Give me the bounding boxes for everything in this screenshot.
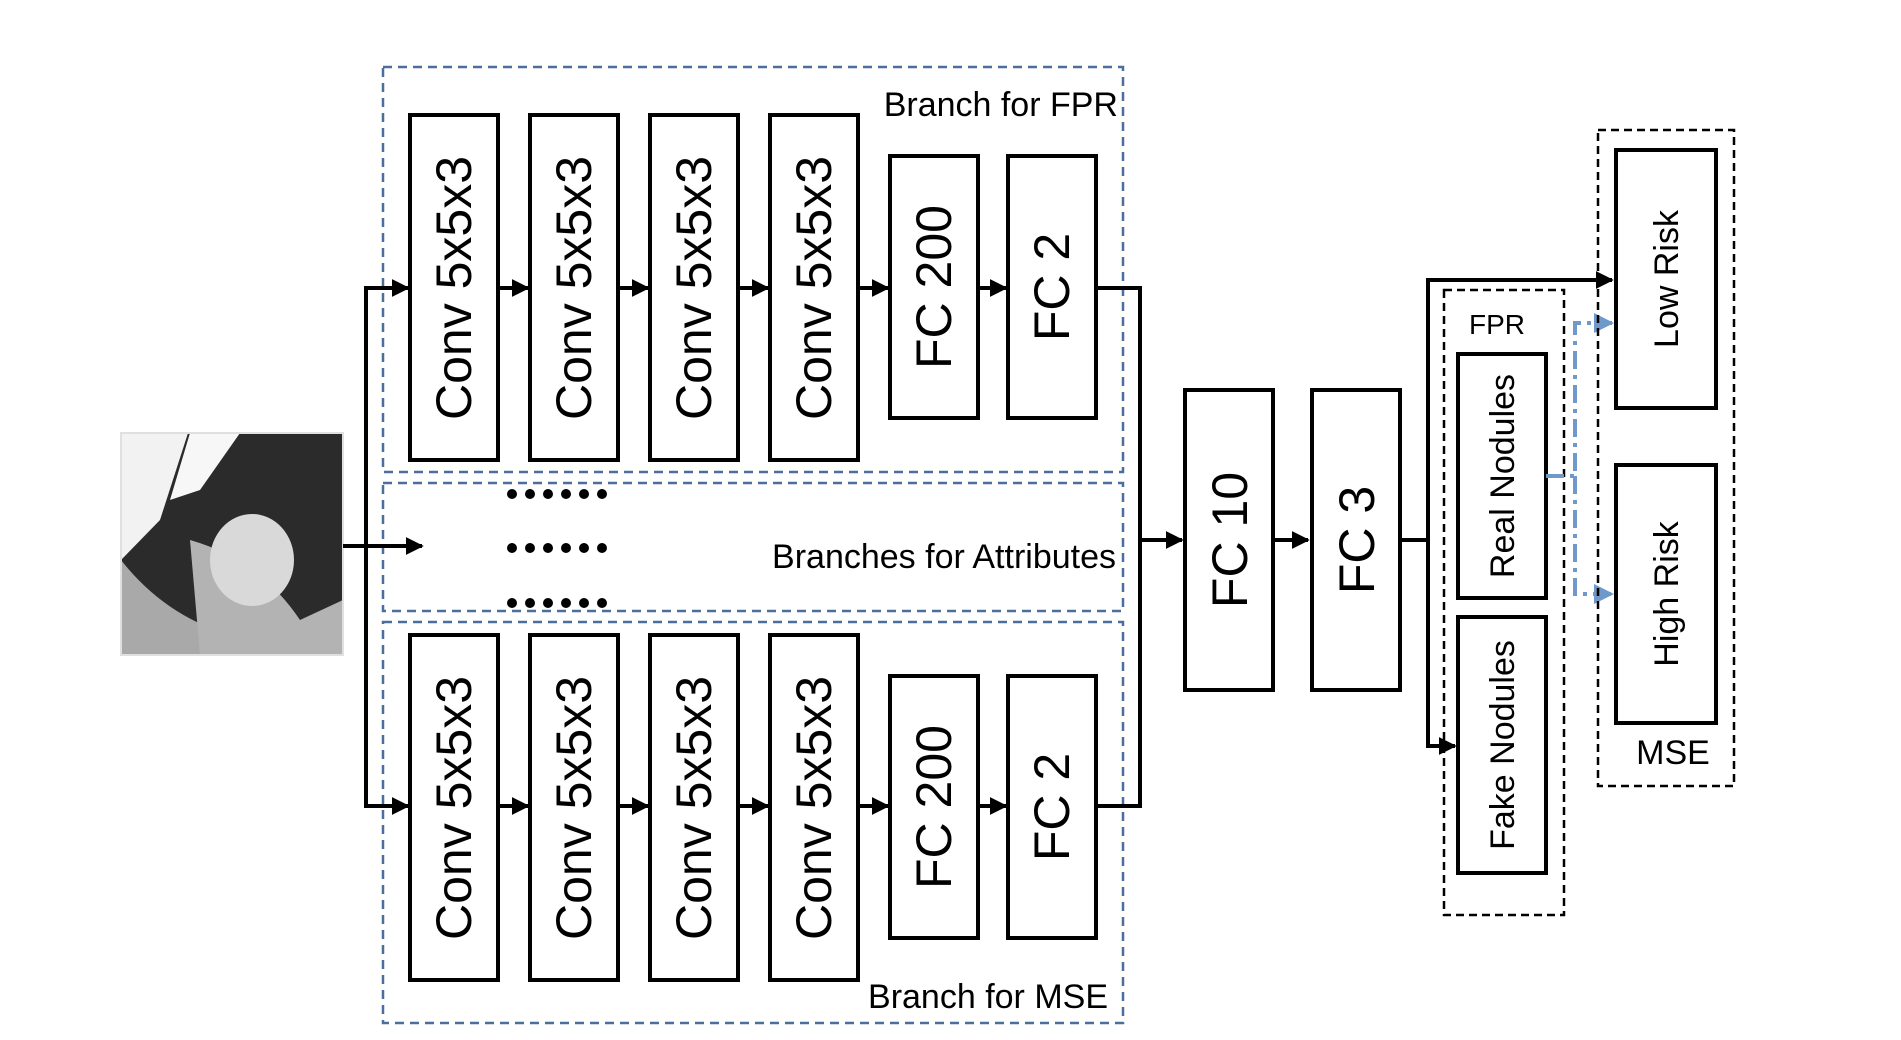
fc10-box bbox=[1183, 388, 1275, 692]
bottom-fc200-label: FC 200 bbox=[906, 725, 962, 889]
top-conv-1-label: Conv 5x5x3 bbox=[426, 156, 482, 420]
output-arrows bbox=[1400, 271, 1614, 755]
top-conv-3-label: Conv 5x5x3 bbox=[666, 156, 722, 420]
layer-arrows bbox=[498, 279, 1008, 815]
fake-nodules-label: Fake Nodules bbox=[1484, 640, 1522, 850]
bottom-branch bbox=[408, 633, 1098, 982]
bottom-conv-1 bbox=[408, 633, 500, 982]
fake-nodules-box bbox=[1456, 615, 1548, 875]
fc10-label: FC 10 bbox=[1202, 472, 1258, 608]
top-conv-1 bbox=[408, 113, 500, 462]
real-nodules-label: Real Nodules bbox=[1484, 374, 1522, 578]
high-risk-box bbox=[1614, 463, 1718, 725]
top-branch bbox=[408, 113, 1098, 462]
top-fc2 bbox=[1006, 154, 1098, 420]
bottom-conv-2-label: Conv 5x5x3 bbox=[546, 676, 602, 940]
top-fc200-label: FC 200 bbox=[906, 205, 962, 369]
bottom-conv-1-label: Conv 5x5x3 bbox=[426, 676, 482, 940]
attribute-branches-dots bbox=[507, 489, 607, 608]
bottom-conv-4 bbox=[768, 633, 860, 982]
bottom-conv-3-label: Conv 5x5x3 bbox=[666, 676, 722, 940]
top-fc2-label: FC 2 bbox=[1024, 233, 1080, 341]
merge-arrows bbox=[1096, 286, 1310, 808]
low-risk-label: Low Risk bbox=[1648, 209, 1686, 348]
mse-label: MSE bbox=[1636, 734, 1710, 772]
low-risk-box bbox=[1614, 148, 1718, 410]
top-fc200 bbox=[888, 154, 980, 420]
branch-fpr-label: Branch for FPR bbox=[884, 86, 1118, 124]
top-conv-2-label: Conv 5x5x3 bbox=[546, 156, 602, 420]
fc3-label: FC 3 bbox=[1329, 486, 1385, 594]
mse-output-box bbox=[1596, 128, 1736, 788]
fpr-label: FPR bbox=[1469, 309, 1525, 340]
top-conv-3 bbox=[648, 113, 740, 462]
real-to-risk-arrows bbox=[1546, 313, 1614, 604]
bottom-fc200 bbox=[888, 674, 980, 940]
bottom-conv-4-label: Conv 5x5x3 bbox=[786, 676, 842, 940]
fpr-output-box bbox=[1442, 288, 1566, 917]
bottom-fc2-label: FC 2 bbox=[1024, 753, 1080, 861]
branch-attributes-label: Branches for Attributes bbox=[772, 538, 1116, 576]
branch-mse-label: Branch for MSE bbox=[868, 978, 1108, 1016]
bottom-fc2 bbox=[1006, 674, 1098, 940]
high-risk-label: High Risk bbox=[1648, 520, 1686, 666]
top-conv-4 bbox=[768, 113, 860, 462]
branch-fpr-box bbox=[381, 65, 1125, 474]
ct-nodule-scan-image bbox=[120, 432, 344, 656]
input-arrows bbox=[343, 279, 424, 815]
top-conv-4-label: Conv 5x5x3 bbox=[786, 156, 842, 420]
fc3-box bbox=[1310, 388, 1402, 692]
bottom-conv-2 bbox=[528, 633, 620, 982]
